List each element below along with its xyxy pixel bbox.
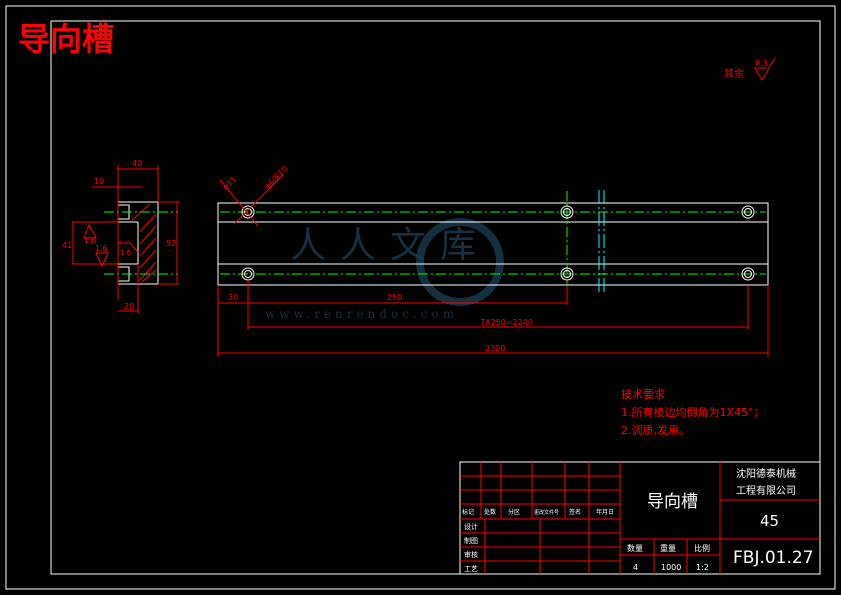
watermark: 人人文库 www.renrendoc.com (265, 218, 504, 321)
drawing-title: 导向槽 (18, 20, 114, 58)
svg-text:FBJ.01.27: FBJ.01.27 (733, 548, 814, 568)
hole-dim-2: φ6深10 (263, 164, 290, 191)
svg-text:1.所有棱边均倒角为1X45°；: 1.所有棱边均倒角为1X45°； (621, 405, 765, 419)
svg-text:标记: 标记 (462, 508, 474, 516)
outer-border (5, 5, 836, 590)
svg-text:40: 40 (132, 159, 142, 168)
inner-frame (50, 20, 821, 575)
technical-requirements: 技术要求 1.所有棱边均倒角为1X45°； 2.调质,发黑。 (621, 388, 765, 437)
svg-text:30: 30 (228, 293, 238, 302)
svg-text:制图: 制图 (464, 536, 478, 545)
bolt-holes (241, 205, 755, 281)
svg-text:1.6: 1.6 (120, 249, 132, 257)
watermark-logo: 人人文库 (290, 225, 490, 266)
svg-text:处数: 处数 (484, 508, 496, 516)
svg-text:1:2: 1:2 (696, 563, 709, 572)
svg-text:4: 4 (633, 563, 638, 572)
roughness-symbol: 其余 6.3 (724, 57, 776, 81)
svg-text:技术要求: 技术要求 (621, 388, 665, 401)
svg-text:审核: 审核 (464, 550, 478, 559)
svg-text:2300: 2300 (485, 344, 505, 353)
title-block: 标记 处数 分区 更改文件号 签名 年月日 设计 制图 审核 工艺 导向槽 沈阳… (459, 461, 821, 575)
svg-text:分区: 分区 (508, 508, 520, 516)
svg-text:其余: 其余 (724, 67, 744, 80)
svg-text:41: 41 (62, 241, 72, 250)
svg-text:导向槽: 导向槽 (647, 492, 698, 512)
svg-text:10: 10 (94, 177, 104, 186)
hole-dim-1: φ11 (221, 174, 238, 191)
svg-text:52: 52 (166, 239, 176, 248)
svg-text:数量: 数量 (627, 543, 643, 553)
svg-text:250: 250 (387, 293, 402, 302)
svg-text:工程有限公司: 工程有限公司 (736, 484, 796, 497)
svg-text:2.调质,发黑。: 2.调质,发黑。 (621, 423, 690, 437)
side-section-view: 40 10 52 20 41 1.6 1.6 1.6 (62, 159, 180, 313)
svg-text:设计: 设计 (464, 522, 478, 531)
main-view: φ11 φ6深10 30 250 7X250=2240 2300 (217, 164, 769, 357)
svg-text:更改文件号: 更改文件号 (534, 509, 559, 516)
svg-text:工艺: 工艺 (464, 565, 478, 573)
svg-text:比例: 比例 (694, 543, 710, 553)
svg-text:45: 45 (760, 512, 779, 530)
svg-text:7X250=2240: 7X250=2240 (480, 318, 533, 327)
svg-text:沈阳德泰机械: 沈阳德泰机械 (736, 467, 796, 480)
svg-text:年月日: 年月日 (596, 508, 614, 516)
svg-text:重量: 重量 (660, 543, 676, 553)
svg-text:20: 20 (124, 302, 134, 311)
svg-text:6.3: 6.3 (755, 59, 768, 68)
svg-text:1.6: 1.6 (84, 236, 97, 245)
svg-text:1000: 1000 (661, 563, 681, 572)
svg-text:1.6: 1.6 (95, 244, 108, 253)
watermark-url: www.renrendoc.com (265, 307, 458, 321)
svg-text:签名: 签名 (569, 508, 581, 516)
